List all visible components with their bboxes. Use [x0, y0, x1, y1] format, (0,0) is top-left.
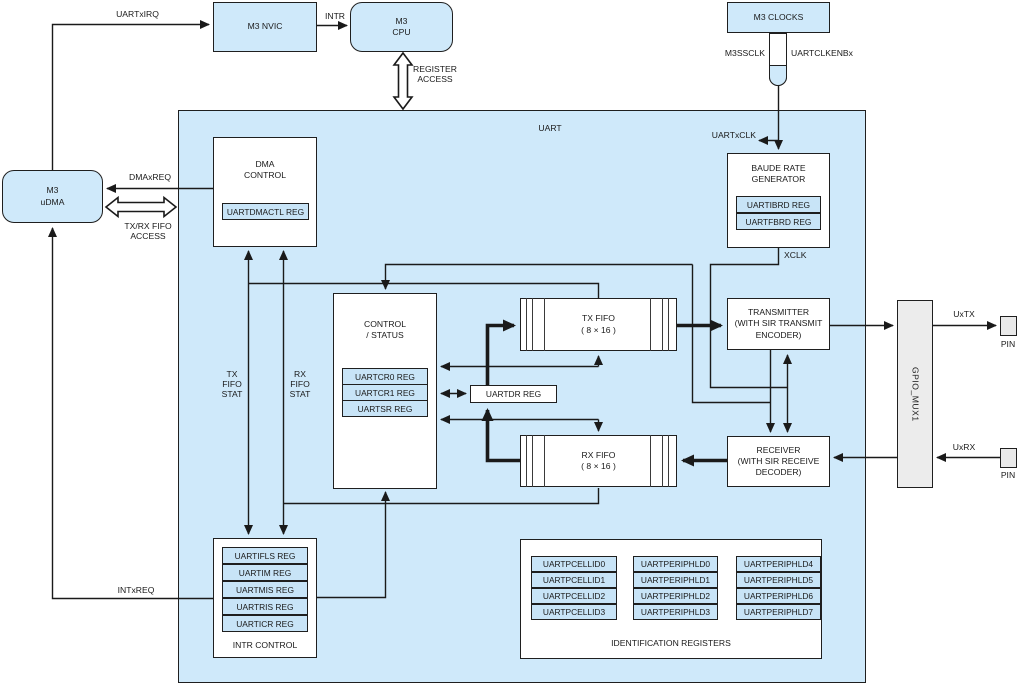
register-uartperiphld3: UARTPERIPHLD3	[633, 604, 718, 620]
pin-top-box	[1000, 316, 1017, 336]
tx-fifo-stat-label: TX FIFO STAT	[221, 369, 243, 400]
register-uartperiphld5: UARTPERIPHLD5	[736, 572, 821, 588]
register-uartfbrd: UARTFBRD REG	[736, 213, 821, 230]
register-uartperiphld4: UARTPERIPHLD4	[736, 556, 821, 572]
m3-udma-box: M3 uDMA	[2, 170, 103, 223]
wire-xclk	[709, 248, 788, 389]
receiver-box: RECEIVER (WITH SIR RECEIVE DECODER)	[727, 436, 830, 487]
rx-fifo-stripes	[520, 435, 677, 487]
register-uartperiphld6: UARTPERIPHLD6	[736, 588, 821, 604]
m3ssclk-label: M3SSCLK	[724, 48, 765, 58]
transmitter-box: TRANSMITTER (WITH SIR TRANSMIT ENCODER)	[727, 298, 830, 350]
register-uartsr: UARTSR REG	[342, 400, 428, 417]
tx-fifo-stripes	[520, 298, 677, 351]
register-access-label: REGISTER ACCESS	[413, 64, 457, 85]
uartxirq-label: UARTxIRQ	[116, 9, 159, 19]
uartclkenbx-label: UARTCLKENBx	[791, 48, 853, 58]
pin-bottom-label: PIN	[1000, 470, 1016, 480]
clock-gate-symbol	[769, 33, 787, 86]
uxrx-label: UxRX	[952, 442, 976, 452]
identification-registers-title: IDENTIFICATION REGISTERS	[611, 638, 731, 648]
register-uartcr1: UARTCR1 REG	[342, 384, 428, 401]
clock-gate-fill	[769, 65, 787, 86]
uart-title: UART	[538, 123, 562, 133]
fifo-access-arrow	[104, 195, 178, 219]
register-uartpcellid0: UARTPCELLID0	[531, 556, 617, 572]
register-uartdmactl: UARTDMACTL REG	[222, 203, 309, 220]
register-uartperiphld7: UARTPERIPHLD7	[736, 604, 821, 620]
xclk-label: XCLK	[784, 250, 807, 260]
wire-rxfifo-stat	[283, 488, 600, 505]
register-uartpcellid3: UARTPCELLID3	[531, 604, 617, 620]
register-uartpcellid1: UARTPCELLID1	[531, 572, 617, 588]
register-uarticr: UARTICR REG	[222, 615, 308, 632]
m3-cpu-box: M3 CPU	[350, 2, 453, 52]
wire-intxreq	[48, 227, 213, 600]
uartxclk-label: UARTxCLK	[711, 130, 756, 140]
register-uartim: UARTIM REG	[222, 564, 308, 581]
register-uartris: UARTRIS REG	[222, 598, 308, 615]
wire-uartxirq	[51, 20, 210, 171]
intxreq-label: INTxREQ	[117, 585, 155, 595]
dma-control-box: DMA CONTROL	[213, 137, 317, 247]
register-uartperiphld0: UARTPERIPHLD0	[633, 556, 718, 572]
intr-label: INTR	[324, 11, 346, 21]
m3-nvic-box: M3 NVIC	[213, 2, 317, 52]
wire-intrctl-to-ctrlstatus	[317, 491, 390, 599]
register-uartperiphld2: UARTPERIPHLD2	[633, 588, 718, 604]
register-uartmis: UARTMIS REG	[222, 581, 308, 598]
wire-ctrl-top	[381, 263, 693, 290]
intr-control-title: INTR CONTROL	[232, 640, 298, 650]
register-uartifls: UARTIFLS REG	[222, 547, 308, 564]
wire-rxfifo-to-uartdr	[481, 408, 520, 463]
m3-clocks-box: M3 CLOCKS	[727, 2, 830, 33]
gpio-mux-box: GPIO_MUX1	[897, 300, 933, 488]
txrx-fifo-access-label: TX/RX FIFO ACCESS	[124, 221, 172, 242]
wire-uartdr-to-txfifo	[485, 319, 516, 385]
pin-top-label: PIN	[1000, 339, 1016, 349]
pin-bottom-box	[1000, 448, 1017, 468]
register-uartcr0: UARTCR0 REG	[342, 368, 428, 385]
register-uartpcellid2: UARTPCELLID2	[531, 588, 617, 604]
wire-txfifo-stat	[248, 282, 600, 298]
rx-fifo-stat-label: RX FIFO STAT	[289, 369, 311, 400]
gpio-mux-label: GPIO_MUX1	[910, 366, 921, 422]
uxtx-label: UxTX	[953, 309, 975, 319]
register-uartperiphld1: UARTPERIPHLD1	[633, 572, 718, 588]
register-uartibrd: UARTIBRD REG	[736, 196, 821, 213]
dmaxreq-label: DMAxREQ	[128, 172, 172, 182]
wire-ctrl-to-txrx	[691, 264, 771, 404]
uartdr-reg-box: UARTDR REG	[470, 385, 557, 403]
register-access-arrow	[392, 51, 414, 111]
